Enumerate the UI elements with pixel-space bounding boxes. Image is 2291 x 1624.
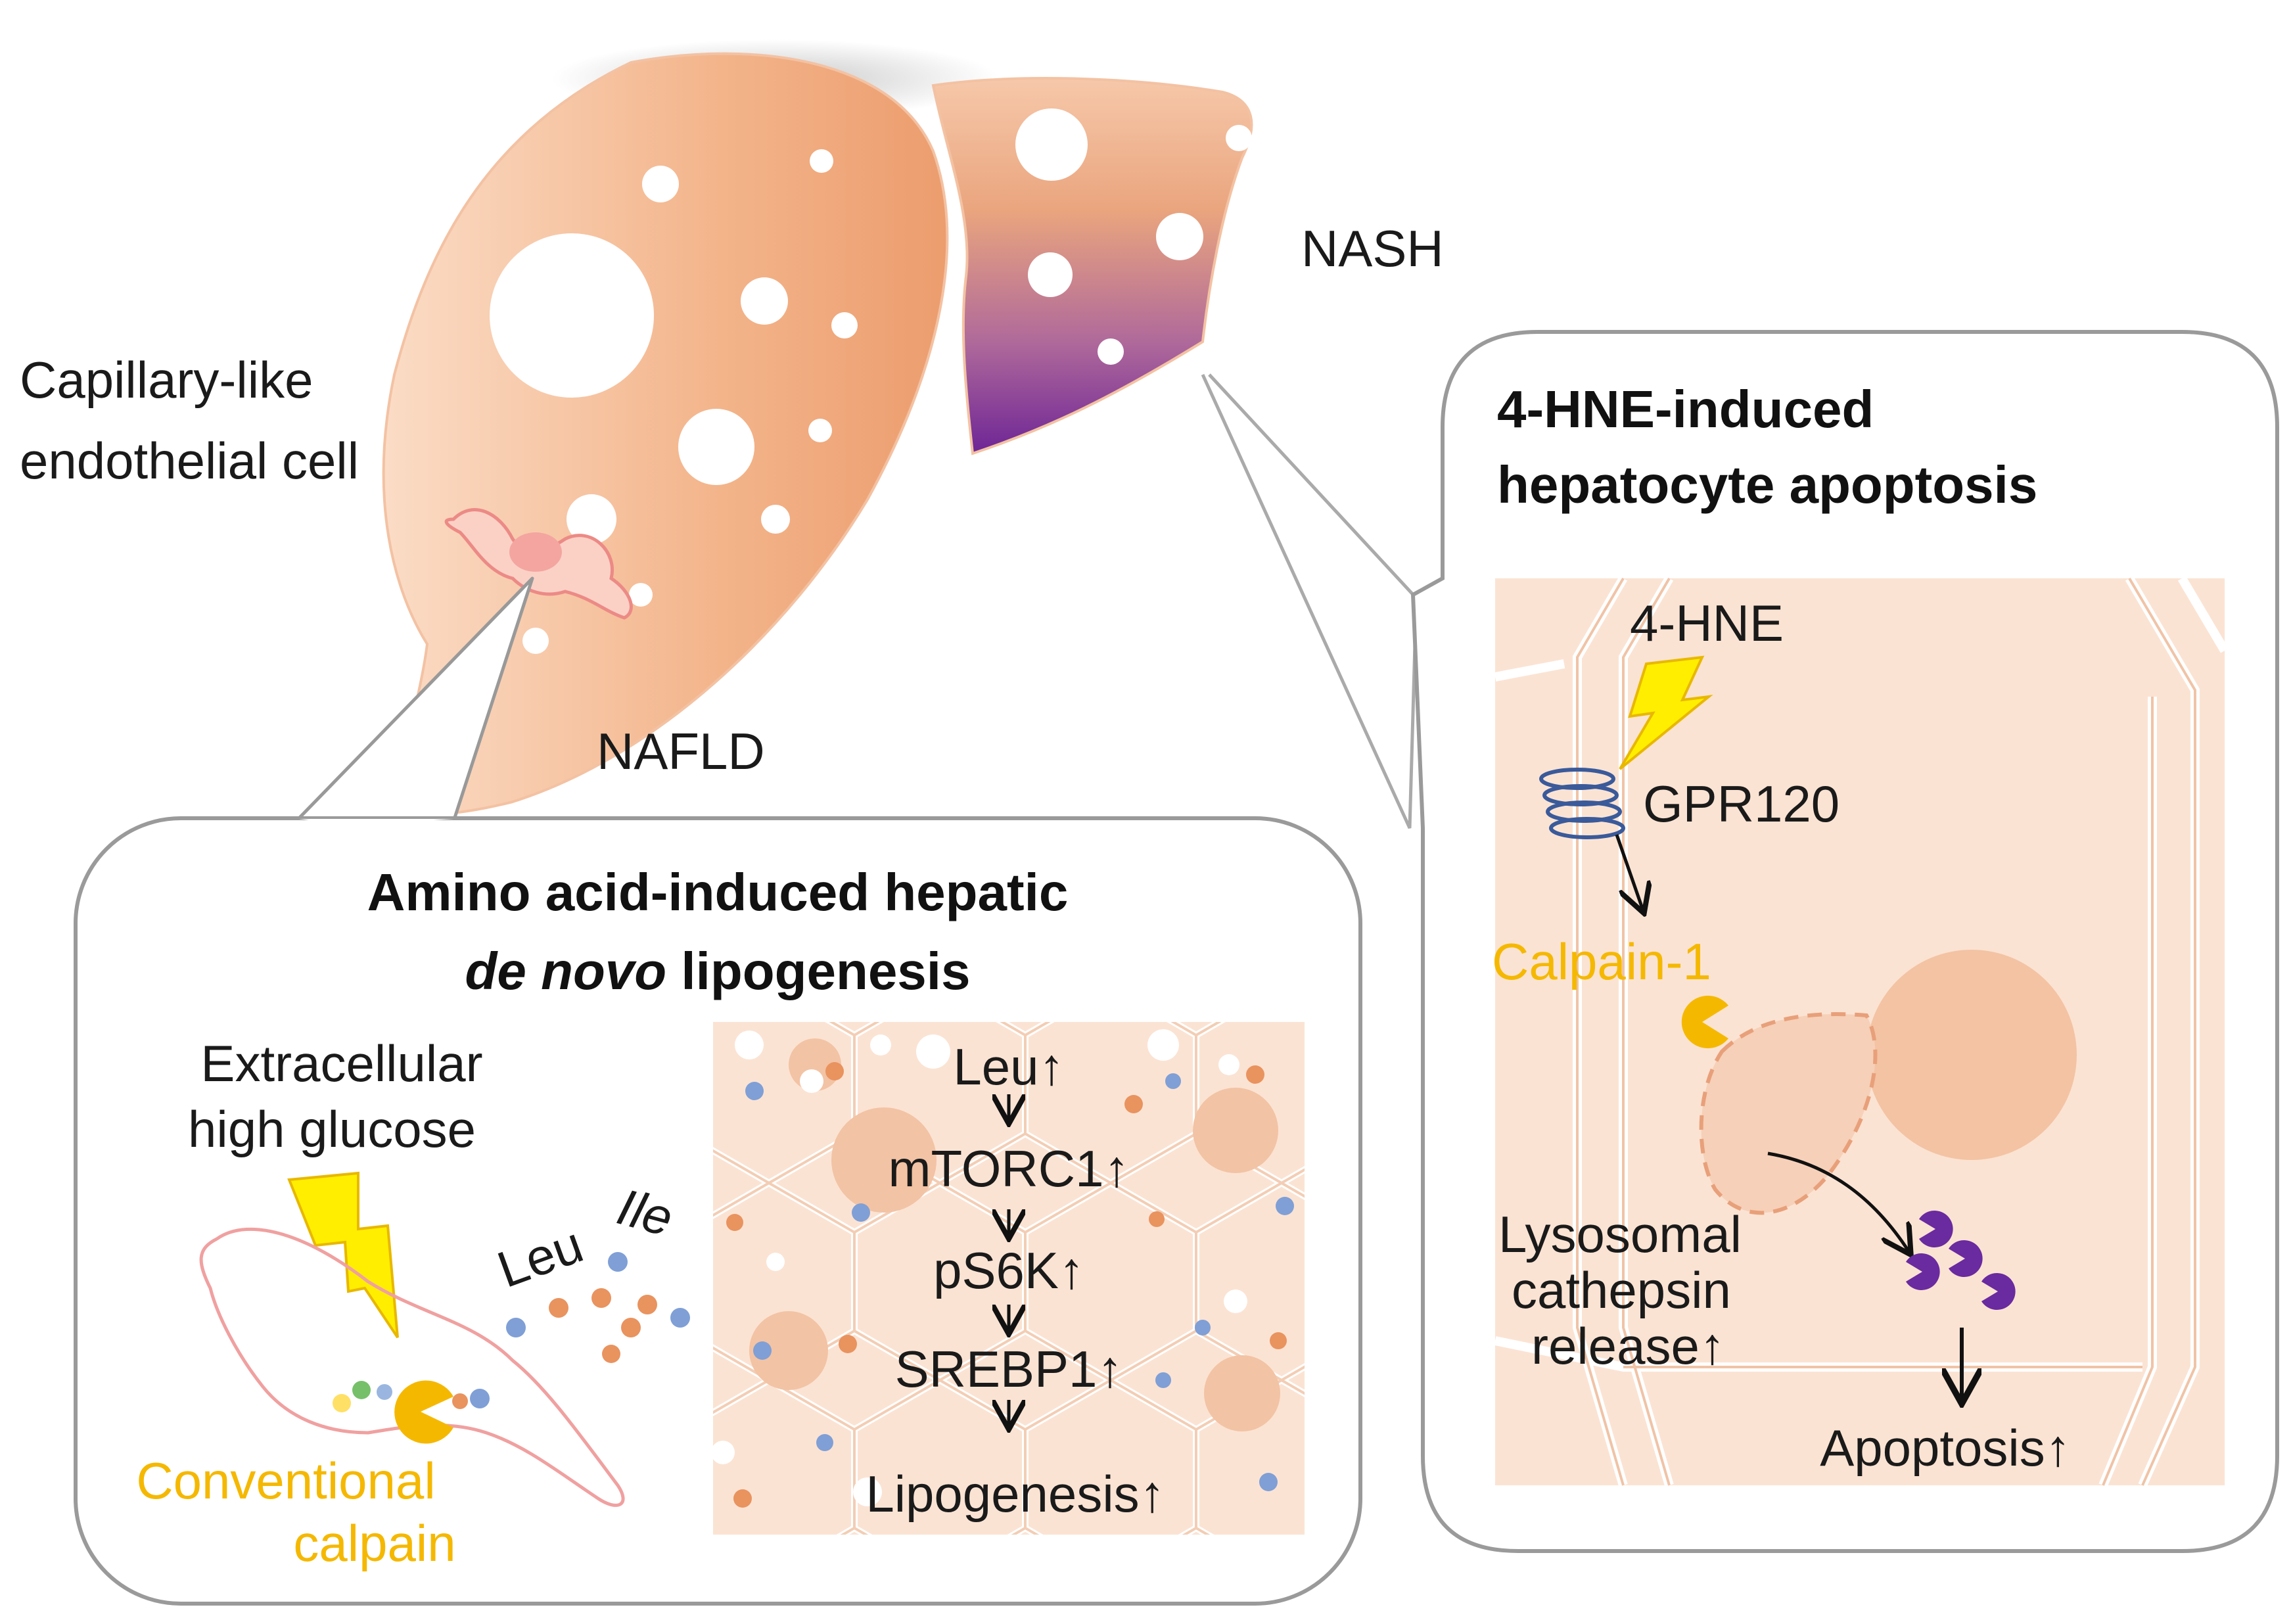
lysosomal-line3: release↑ [1531, 1317, 1725, 1375]
gpr120-receptor-icon [1539, 768, 1625, 839]
right-panel-title-line2: hepatocyte apoptosis [1497, 455, 2037, 514]
endothelial-label-line2: endothelial cell [20, 432, 359, 490]
lightning-bolt-icon [287, 1171, 399, 1339]
nucleus [1866, 950, 2077, 1160]
conventional-calpain-line2: calpain [293, 1514, 455, 1572]
nash-callout-lines [1201, 373, 1418, 829]
apoptosis-label: Apoptosis↑ [1820, 1419, 2071, 1477]
hne-label: 4-HNE [1630, 594, 1784, 652]
endothelial-label-line1: Capillary-like [20, 351, 313, 409]
endothelial-cell-icon [444, 508, 633, 620]
hepatocyte-box: Leu↑ mTORC1↑ pS6K↑ SREBP1↑ Lipogenesis↑ [711, 1022, 1305, 1535]
lysosome-icon [1699, 1012, 1878, 1215]
left-panel-title-line1: Amino acid-induced hepatic [367, 863, 1069, 921]
right-panel-title-line1: 4-HNE-induced [1497, 380, 1874, 438]
right-panel: 4-HNE-induced hepatocyte apoptosis 4-HNE… [1410, 330, 2279, 1553]
title-italic-part: de novo [465, 942, 666, 1000]
amino-acid-dots [506, 1252, 690, 1363]
nafld-lobe [382, 52, 949, 816]
endothelial-cell-outline [199, 1227, 625, 1507]
nash-label: NASH [1301, 220, 1444, 277]
cascade-srebp1: SREBP1↑ [895, 1340, 1123, 1398]
cascade-mtorc1: mTORC1↑ [889, 1140, 1130, 1197]
hne-lightning-icon [1619, 655, 1713, 770]
lysosomal-line2: cathepsin [1512, 1261, 1731, 1319]
left-panel-title-line2: de novo lipogenesis [465, 942, 970, 1000]
calpain-1-label: Calpain-1 [1492, 933, 1711, 990]
nash-lobe [931, 77, 1253, 455]
left-panel: Amino acid-induced hepatic de novo lipog… [74, 816, 1362, 1606]
cathepsin-icons [1906, 1211, 2016, 1310]
fat-droplets [490, 108, 1252, 654]
nafld-label: NAFLD [597, 722, 765, 780]
cascade-lipogenesis: Lipogenesis↑ [866, 1465, 1165, 1523]
cascade-ps6k: pS6K↑ [933, 1241, 1084, 1299]
conventional-calpain-line1: Conventional [136, 1452, 435, 1510]
hepatocyte-cell-box [1494, 576, 2229, 1487]
glucose-label-line2: high glucose [188, 1100, 476, 1158]
liver-illustration [294, 39, 1418, 829]
calpain-1-icon [1681, 996, 1728, 1048]
gpr120-label: GPR120 [1643, 775, 1840, 833]
glucose-label-line1: Extracellular [200, 1034, 482, 1092]
cascade-leu: Leu↑ [953, 1038, 1064, 1096]
lysosomal-line1: Lysosomal [1498, 1205, 1742, 1263]
conventional-calpain-icon [394, 1380, 453, 1444]
title-rest-part: lipogenesis [666, 942, 970, 1000]
